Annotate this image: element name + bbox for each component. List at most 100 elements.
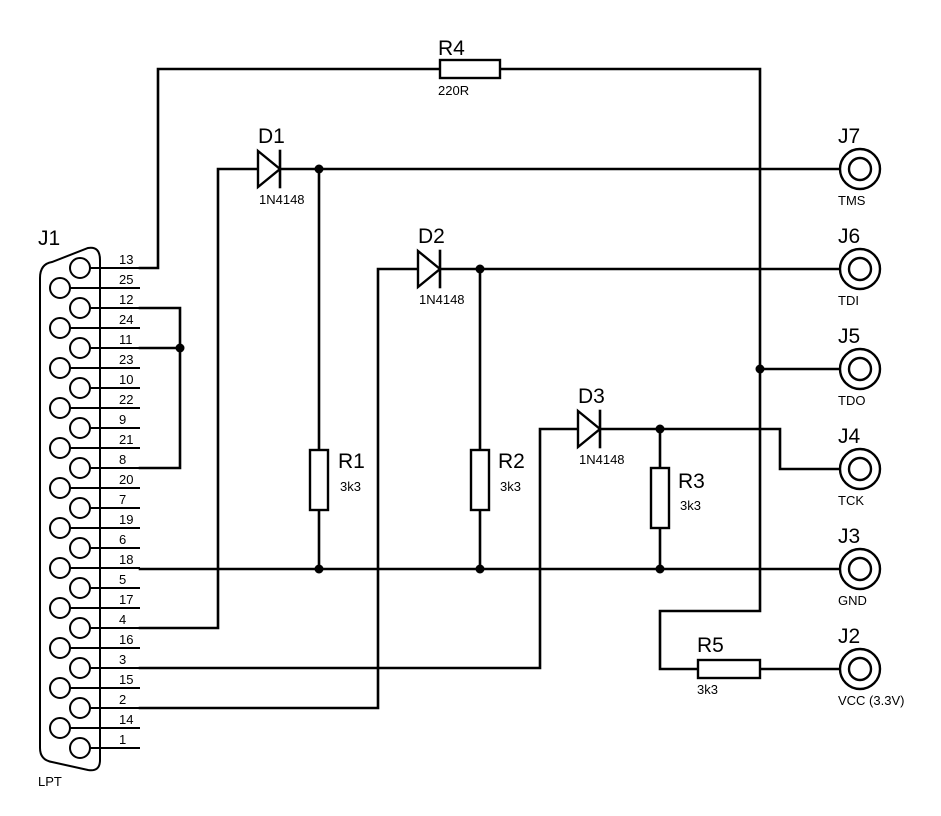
- connector-pin-circle: [49, 357, 71, 379]
- j4-ref: J4: [838, 425, 861, 448]
- r5-ref: R5: [697, 634, 724, 657]
- connector-pin-circle: [49, 397, 71, 419]
- connector-pin-circle: [49, 517, 71, 539]
- jack-j2-vcc: J2 VCC (3.3V): [838, 625, 904, 708]
- r1-value: 3k3: [340, 479, 361, 494]
- r4-value: 220R: [438, 83, 469, 98]
- j4-label: TCK: [838, 493, 864, 508]
- jack-j3-gnd: J3 GND: [838, 525, 882, 608]
- j6-label: TDI: [838, 293, 859, 308]
- junctions: [175, 164, 765, 574]
- connector-pin-label: 12: [119, 292, 133, 307]
- j3-label: GND: [838, 593, 867, 608]
- connector-pin-circle: [69, 697, 91, 719]
- resistor-r4: R4 220R: [438, 37, 502, 98]
- jack-j7-tms: J7 TMS: [838, 125, 882, 208]
- junction-dot: [475, 564, 485, 574]
- junction-dot: [655, 564, 665, 574]
- connector-pin-circles: [49, 257, 91, 759]
- connector-pin-circle: [69, 377, 91, 399]
- connector-pin-circle: [49, 717, 71, 739]
- diode-d3: D3 1N4148: [576, 385, 625, 467]
- j5-ref: J5: [838, 325, 860, 348]
- resistor-r2: R2 3k3: [469, 448, 525, 512]
- jack-j6-tdi: J6 TDI: [838, 225, 882, 308]
- d3-value: 1N4148: [579, 452, 625, 467]
- connector-pin-label: 21: [119, 432, 133, 447]
- connector-pin-label: 24: [119, 312, 133, 327]
- d3-ref: D3: [578, 385, 605, 408]
- connector-pin-label: 25: [119, 272, 133, 287]
- connector-outline: [39, 246, 101, 772]
- connector-pin-label: 6: [119, 532, 126, 547]
- resistor-r5: R5 3k3: [696, 634, 762, 697]
- j7-label: TMS: [838, 193, 866, 208]
- connector-pin-label: 23: [119, 352, 133, 367]
- connector-pin-circle: [49, 557, 71, 579]
- connector-pin-label: 7: [119, 492, 126, 507]
- wire-pin13-r4: [138, 67, 442, 270]
- junction-dot: [314, 164, 324, 174]
- jack-j4-tck: J4 TCK: [838, 425, 882, 508]
- connector-pin-label: 2: [119, 692, 126, 707]
- connector-pin-label: 20: [119, 472, 133, 487]
- connector-pin-label: 5: [119, 572, 126, 587]
- connector-pin-label: 1: [119, 732, 126, 747]
- connector-pin-label: 17: [119, 592, 133, 607]
- jack-j5-tdo: J5 TDO: [838, 325, 882, 408]
- connector-pin-label: 18: [119, 552, 133, 567]
- junction-dot: [655, 424, 665, 434]
- connector-pin-label: 22: [119, 392, 133, 407]
- connector-pin-circle: [49, 477, 71, 499]
- wire-pin3-d3: [138, 427, 580, 670]
- connector-pin-circle: [69, 337, 91, 359]
- r2-ref: R2: [498, 450, 525, 473]
- junction-dot: [475, 264, 485, 274]
- connector-pin-circle: [69, 297, 91, 319]
- connector-pin-circle: [69, 417, 91, 439]
- r5-value: 3k3: [697, 682, 718, 697]
- wire-r4-tdo: [498, 67, 762, 671]
- diode-d2: D2 1N4148: [416, 225, 465, 307]
- junction-dot: [175, 343, 185, 353]
- resistor-r1: R1 3k3: [308, 448, 365, 512]
- j6-ref: J6: [838, 225, 860, 248]
- connector-pin-label: 10: [119, 372, 133, 387]
- connector-pin-circle: [69, 457, 91, 479]
- connector-pin-label: 16: [119, 632, 133, 647]
- connector-pin-circle: [49, 677, 71, 699]
- wire-pin2-d2: [138, 267, 420, 710]
- connector-pin-circle: [49, 277, 71, 299]
- connector-pin-label: 19: [119, 512, 133, 527]
- connector-pin-circle: [69, 577, 91, 599]
- wire-pin12-bus: [138, 306, 182, 470]
- connector-pin-circle: [49, 637, 71, 659]
- connector-pin-circle: [49, 317, 71, 339]
- junction-dot: [755, 364, 765, 374]
- j7-ref: J7: [838, 125, 860, 148]
- connector-pin-circle: [69, 737, 91, 759]
- connector-label: LPT: [38, 774, 62, 789]
- connector-pin-label: 13: [119, 252, 133, 267]
- lpt-connector: 1325122411231022921820719618517416315214…: [38, 227, 140, 789]
- d2-ref: D2: [418, 225, 445, 248]
- connector-pin-label: 15: [119, 672, 133, 687]
- connector-pin-label: 9: [119, 412, 126, 427]
- connector-pin-label: 14: [119, 712, 133, 727]
- connector-pin-circle: [49, 597, 71, 619]
- j3-ref: J3: [838, 525, 860, 548]
- diode-d1: D1 1N4148: [256, 125, 305, 207]
- connector-pin-label: 11: [119, 332, 133, 347]
- d1-value: 1N4148: [259, 192, 305, 207]
- resistor-r3: R3 3k3: [649, 466, 705, 530]
- j5-label: TDO: [838, 393, 865, 408]
- connector-pin-circle: [69, 657, 91, 679]
- connector-pin-labels: 1325122411231022921820719618517416315214…: [119, 252, 133, 747]
- connector-pin-label: 8: [119, 452, 126, 467]
- r1-ref: R1: [338, 450, 365, 473]
- junction-dot: [314, 564, 324, 574]
- connector-pin-circle: [49, 437, 71, 459]
- wire-d3-tck: [598, 427, 842, 471]
- connector-pin-label: 4: [119, 612, 126, 627]
